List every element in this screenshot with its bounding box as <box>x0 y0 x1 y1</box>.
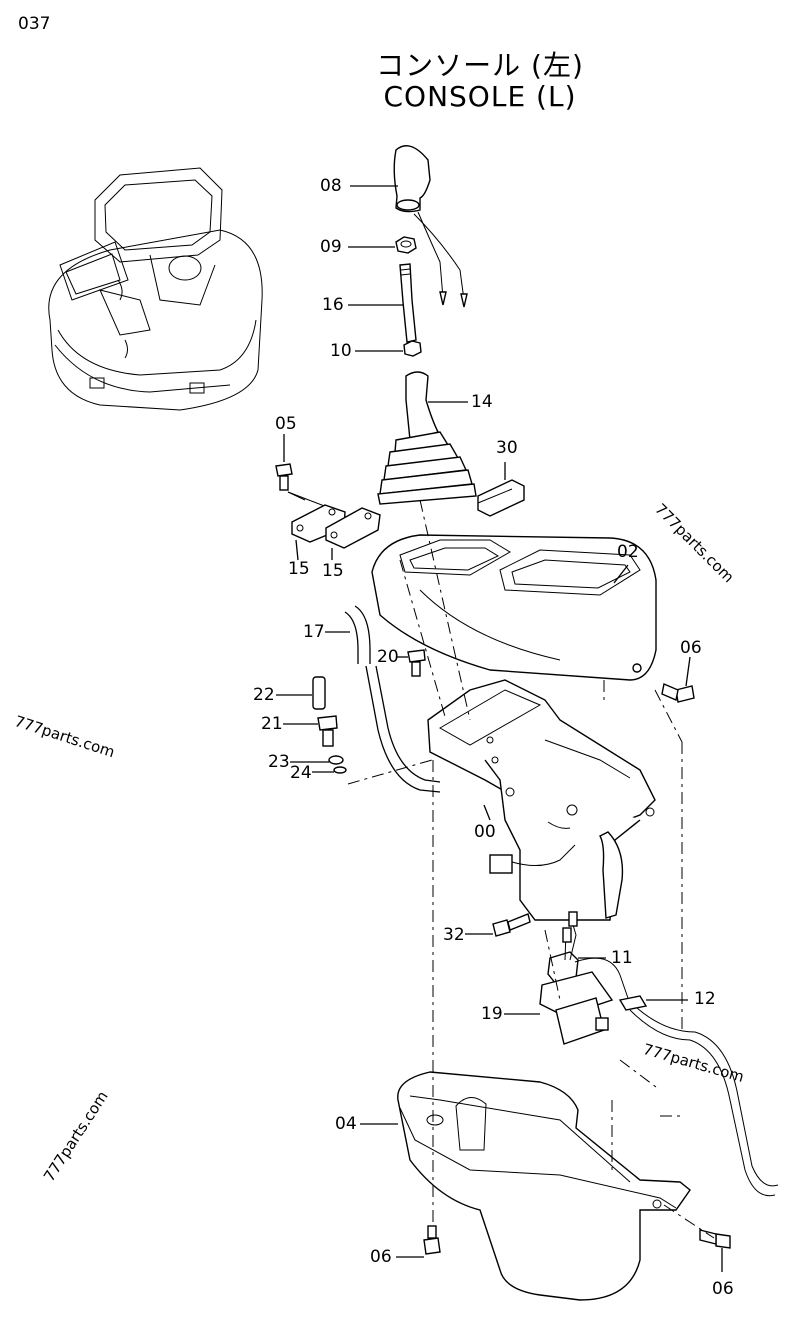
callout-16: 16 <box>322 295 344 315</box>
part-15-plates <box>291 504 381 561</box>
callout-10: 10 <box>330 341 352 361</box>
part-12-clamp-harness <box>618 995 779 1197</box>
part-14-lever-boot <box>377 371 477 505</box>
callout-11: 11 <box>611 948 633 968</box>
callout-15-left: 15 <box>288 559 310 579</box>
part-06-bolts <box>396 656 731 1272</box>
page-number: 037 <box>18 14 51 34</box>
callout-12: 12 <box>694 989 716 1009</box>
part-08-grip <box>350 145 468 308</box>
part-22-pin <box>276 676 326 710</box>
part-30-pad <box>477 462 525 517</box>
part-21-bolt <box>283 715 338 747</box>
callout-14: 14 <box>471 392 493 412</box>
callout-30: 30 <box>496 438 518 458</box>
part-24-washer <box>312 766 347 774</box>
part-16-rod <box>348 263 417 343</box>
callout-19: 19 <box>481 1004 503 1024</box>
title-english: CONSOLE (L) <box>383 80 577 113</box>
callout-15-right: 15 <box>322 561 344 581</box>
callout-17: 17 <box>303 622 325 642</box>
callout-22: 22 <box>253 685 275 705</box>
title-japanese: コンソール (左) <box>376 49 584 82</box>
callout-02: 02 <box>617 542 639 562</box>
part-02-console-cover <box>371 534 657 681</box>
part-32-bolt <box>465 913 531 937</box>
part-17-hose <box>325 605 441 793</box>
part-09-nut <box>348 236 417 254</box>
callout-06-top: 06 <box>680 638 702 658</box>
callout-05: 05 <box>275 414 297 434</box>
callout-09: 09 <box>320 237 342 257</box>
part-04-lower-cover <box>360 1071 691 1301</box>
part-10-nut <box>355 340 422 357</box>
callout-00: 00 <box>474 822 496 842</box>
callout-21: 21 <box>261 714 283 734</box>
part-20-bolt <box>397 649 426 677</box>
part-19-switch-assembly <box>504 911 631 1045</box>
part-05-bolt <box>275 434 341 513</box>
part-00-bracket <box>427 679 656 921</box>
excavator-overview-illustration <box>48 167 263 411</box>
callout-06-bottom-left: 06 <box>370 1247 392 1267</box>
callout-23: 23 <box>268 752 290 772</box>
callout-08: 08 <box>320 176 342 196</box>
callout-06-bottom-right: 06 <box>712 1279 734 1299</box>
callout-20: 20 <box>377 647 399 667</box>
part-23-washer <box>290 755 344 765</box>
assembly-guide-lines <box>347 499 715 1239</box>
callout-04: 04 <box>335 1114 357 1134</box>
callout-32: 32 <box>443 925 465 945</box>
callout-24: 24 <box>290 763 312 783</box>
